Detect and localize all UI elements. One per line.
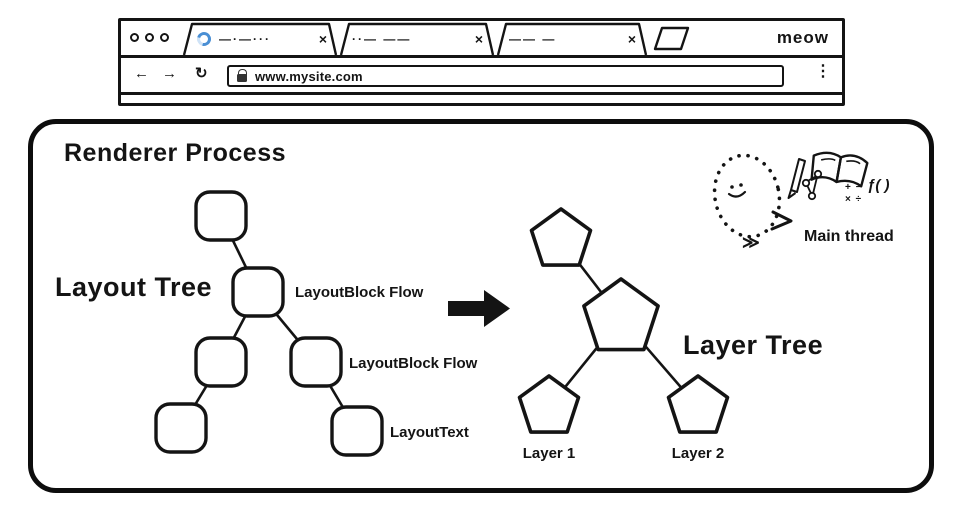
tab-shape[interactable]	[182, 22, 338, 55]
layer-tree-label: Layer Tree	[683, 330, 824, 360]
layout-node-annotation: LayoutText	[390, 424, 469, 441]
math-doodle-text: + − × ÷	[845, 182, 862, 206]
browser-tab-1[interactable]: —·—··· ×	[191, 24, 333, 53]
tab-title-squiggle: —·—···	[219, 31, 271, 46]
browser-window: —·—··· × ··— —— × —— — × meow ← → ↻ www.…	[118, 18, 845, 106]
lock-icon	[237, 68, 248, 82]
traffic-light-icon[interactable]	[145, 33, 154, 42]
tab-strip: —·—··· × ··— —— × —— — × meow	[121, 21, 842, 58]
overflow-menu-button[interactable]: ⋮	[815, 63, 831, 80]
browser-logo: meow	[776, 28, 829, 47]
forward-button[interactable]: →	[162, 65, 177, 82]
tab-shape[interactable]	[339, 22, 495, 55]
fn-doodle-text: ƒ( )	[867, 177, 890, 194]
url-text: www.mysite.com	[255, 68, 363, 84]
new-tab-button[interactable]	[653, 26, 690, 51]
traffic-lights	[130, 33, 169, 42]
tab-close-icon[interactable]: ×	[474, 30, 483, 47]
renderer-process-box	[28, 119, 934, 493]
loading-spinner-icon	[194, 28, 214, 49]
browser-tab-2[interactable]: ··— —— ×	[346, 24, 489, 53]
layout-node-annotation: LayoutBlock Flow	[295, 284, 424, 301]
math-doodle-top: + −	[845, 182, 863, 193]
renderer-process-title: Renderer Process	[64, 139, 287, 167]
layer-2-label: Layer 2	[671, 445, 725, 462]
chevrons-icon: ≫	[742, 233, 760, 252]
tab-title-squiggle: —— —	[509, 31, 557, 46]
reload-button[interactable]: ↻	[195, 65, 208, 82]
tab-shape[interactable]	[496, 22, 648, 55]
tab-title-squiggle: ··— ——	[352, 31, 412, 46]
tab-close-icon[interactable]: ×	[318, 30, 327, 47]
tab-outlines	[182, 22, 690, 55]
browser-toolbar: ← → ↻ www.mysite.com ⋮	[121, 58, 842, 95]
back-button[interactable]: ←	[134, 65, 149, 82]
traffic-light-icon[interactable]	[130, 33, 139, 42]
math-doodle-bottom: × ÷	[845, 194, 863, 205]
traffic-light-icon[interactable]	[160, 33, 169, 42]
layout-node-annotation: LayoutBlock Flow	[349, 355, 478, 372]
browser-tab-3[interactable]: —— — ×	[503, 24, 642, 53]
layout-tree-label: Layout Tree	[55, 272, 213, 302]
url-input[interactable]: www.mysite.com	[227, 65, 784, 87]
layer-1-label: Layer 1	[522, 445, 576, 462]
main-thread-label: Main thread	[804, 228, 894, 245]
tab-close-icon[interactable]: ×	[627, 30, 636, 47]
